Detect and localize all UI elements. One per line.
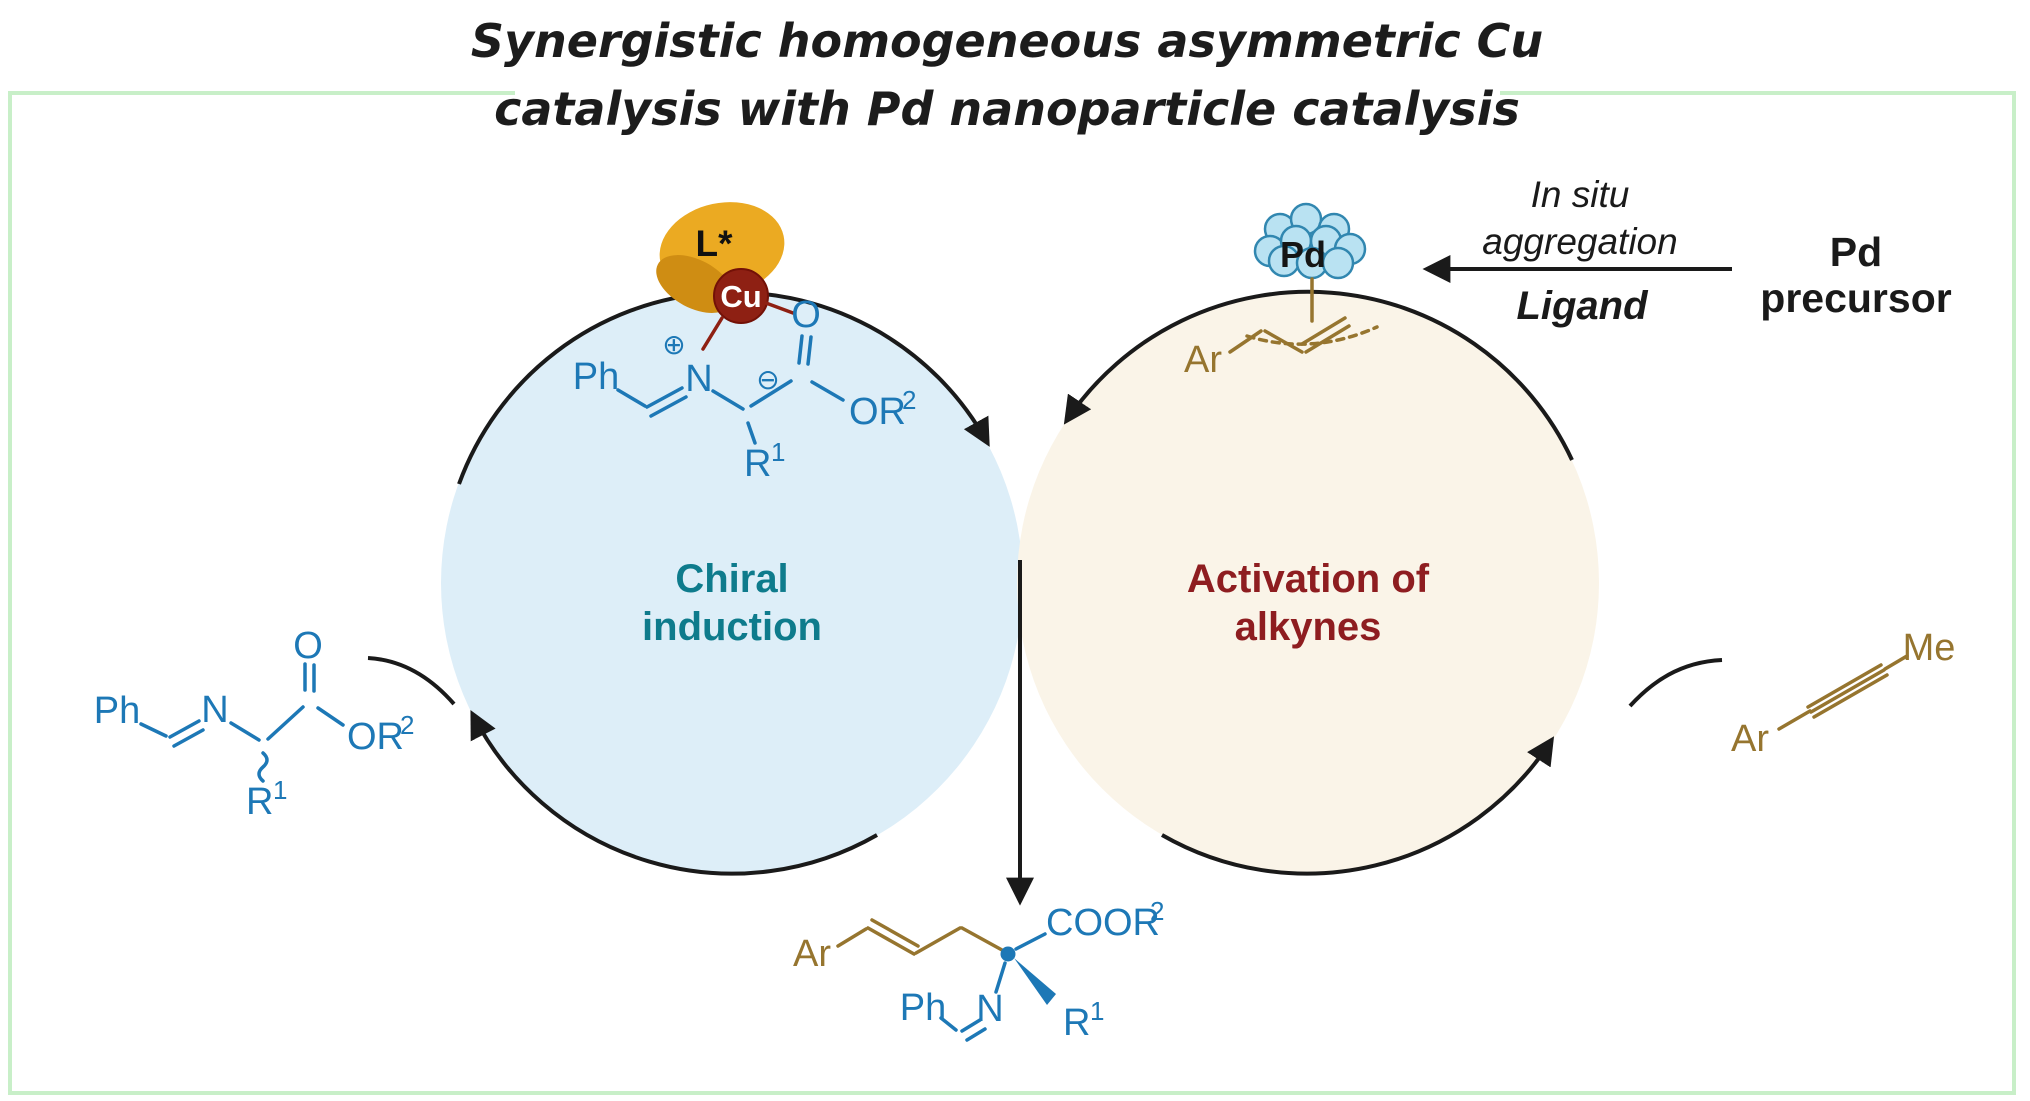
bond	[229, 721, 261, 742]
right-cycle-label-line2: alkynes	[1235, 605, 1382, 649]
ar-label: Ar	[1184, 339, 1222, 381]
me-label: Me	[1903, 627, 1956, 669]
bond	[649, 395, 688, 418]
bond	[1304, 324, 1351, 354]
left-cycle-label-line1: Chiral	[675, 557, 788, 601]
o-label: O	[293, 625, 323, 667]
bond	[960, 926, 1004, 952]
r1-label: R	[246, 781, 273, 823]
bond	[172, 728, 205, 748]
right-cycle-top-arrow	[1063, 289, 1574, 461]
bond	[960, 1018, 982, 1033]
bond	[1014, 932, 1047, 951]
coor2-label: COOR	[1046, 902, 1160, 944]
bond	[870, 918, 920, 948]
in-situ-text-line2: aggregation	[1482, 221, 1677, 262]
plus-charge: ⊕	[662, 328, 685, 361]
bond	[746, 421, 757, 445]
pd-sphere	[1321, 246, 1355, 280]
bond	[645, 386, 684, 409]
bond	[1809, 668, 1886, 714]
ph-label: Ph	[900, 987, 946, 1029]
bond	[914, 926, 962, 955]
pd-label: Pd	[1280, 234, 1326, 275]
bond	[1883, 654, 1909, 671]
r1-sup: 1	[1090, 996, 1104, 1026]
n-label: N	[976, 988, 1003, 1030]
minus-charge: ⊖	[756, 363, 779, 396]
page-title-line1: Synergistic homogeneous asymmetric Cu	[471, 14, 1543, 68]
alkyne-structure: Ar Me	[1731, 627, 1955, 760]
ligand-text: Ligand	[1516, 284, 1649, 328]
bond	[810, 380, 845, 402]
r1-label: R	[744, 443, 771, 485]
right-cycle-bottom-arrow	[1161, 736, 1555, 876]
or2-sup: 2	[902, 385, 916, 415]
pd-nanoparticle-structure: Pd Ar	[1184, 202, 1379, 381]
cu-n-bond	[701, 316, 724, 351]
product-structure: Ar COOR 2 N Ph R 1	[793, 896, 1164, 1044]
bond	[749, 379, 793, 408]
bond	[797, 334, 804, 365]
right-cycle-label-line1: Activation of	[1187, 557, 1430, 601]
cu-label: Cu	[720, 279, 761, 314]
left-cycle-bottom-arrow	[470, 710, 878, 876]
bond	[616, 388, 647, 408]
wedge-bond	[1014, 958, 1056, 1005]
pd-precursor-line1: Pd	[1830, 229, 1882, 275]
bond	[994, 961, 1007, 994]
squiggle-bond	[257, 751, 269, 783]
n-label: N	[685, 358, 712, 400]
bond	[139, 722, 168, 738]
bond	[836, 927, 868, 948]
cu-atom-circle	[713, 268, 769, 324]
o-label: O	[791, 294, 821, 336]
stereocenter-dot	[1000, 946, 1016, 962]
bond	[711, 389, 745, 411]
page-title-line2: catalysis with Pd nanoparticle catalysis	[494, 82, 1520, 136]
pd-allyl-dashed-bond	[1245, 325, 1379, 346]
r1-label: R	[1063, 1002, 1090, 1044]
cu-complex-structure: L* Cu Ph N ⊕ ⊖ O OR 2 R 1	[573, 202, 916, 485]
bond	[866, 926, 916, 956]
bond	[266, 705, 305, 741]
bond	[316, 706, 345, 727]
left-cycle-label-line2: induction	[642, 605, 822, 649]
substrate-entry-curve	[367, 656, 456, 706]
title-backdrop	[515, 78, 1500, 136]
bond	[1812, 673, 1889, 719]
ar-label: Ar	[1731, 718, 1769, 760]
bond	[1806, 663, 1883, 709]
cu-o-bond	[764, 301, 795, 315]
or2-sup: 2	[400, 710, 414, 740]
ph-label: Ph	[573, 356, 619, 398]
r1-sup: 1	[771, 437, 785, 467]
coor2-sup: 2	[1150, 896, 1164, 926]
ligand-label: L*	[696, 223, 734, 264]
left-cycle-circle	[441, 292, 1023, 874]
in-situ-text-line1: In situ	[1531, 174, 1630, 215]
bond	[1263, 329, 1304, 354]
r1-sup: 1	[273, 775, 287, 805]
right-cycle-circle	[1017, 292, 1599, 874]
or2-label: OR	[347, 716, 404, 758]
pd-nanoparticle-cluster	[1253, 202, 1367, 280]
n-label: N	[201, 689, 228, 731]
bond	[168, 719, 201, 739]
bond	[806, 335, 813, 366]
bond	[1300, 316, 1347, 346]
ph-label: Ph	[94, 690, 140, 732]
bond	[939, 1016, 958, 1032]
or2-label: OR	[849, 391, 906, 433]
bond	[1777, 709, 1812, 731]
alkyne-entry-curve	[1628, 658, 1723, 708]
bond	[1228, 329, 1263, 354]
substrate-structure: Ph N O OR 2 R 1	[94, 625, 415, 823]
bond	[965, 1027, 987, 1042]
ar-label: Ar	[793, 933, 831, 975]
pd-precursor-line2: precursor	[1760, 275, 1951, 321]
